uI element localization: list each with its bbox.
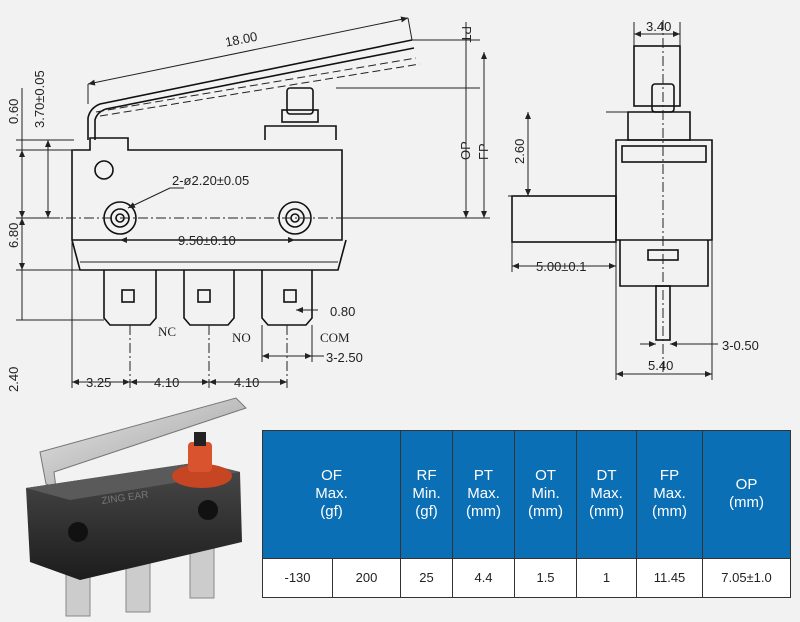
- cell-value: 200: [331, 557, 402, 599]
- label-no: NO: [232, 330, 251, 345]
- header-of: OF Max. (gf): [261, 430, 402, 559]
- dim-op: OP: [458, 141, 473, 160]
- dim-0-60: 0.60: [6, 99, 21, 124]
- cell-value: 25: [400, 557, 454, 599]
- dim-pt: PT: [459, 26, 474, 43]
- cell-value: 4.4: [452, 557, 516, 599]
- side-view: 3.40 2.60 5.00±0.1 3-0.50 5.40: [508, 19, 759, 380]
- cell-value: 7.05±1.0: [702, 557, 792, 599]
- header-fp: FP Max. (mm): [636, 430, 704, 559]
- dim-2-60: 2.60: [512, 139, 527, 164]
- spec-table: OF Max. (gf) RF Min. (gf) PT Max. (mm) O…: [261, 430, 792, 599]
- header-dt: DT Max. (mm): [576, 430, 638, 559]
- dim-hole-pitch: 9.50±0.10: [178, 233, 236, 248]
- dim-3-25: 3.25: [86, 375, 111, 390]
- dim-5-00: 5.00±0.1: [536, 259, 587, 274]
- cell-value: -130: [262, 557, 333, 599]
- dim-4-10-b: 4.10: [234, 375, 259, 390]
- cell-value: 11.45: [636, 557, 704, 599]
- header-ot: OT Min. (mm): [514, 430, 578, 559]
- dim-4-10-a: 4.10: [154, 375, 179, 390]
- value-row: -130 200 25 4.4 1.5 1 11.45 7.05±1.0: [262, 557, 792, 599]
- label-com: COM: [320, 330, 350, 345]
- label-nc: NC: [158, 324, 176, 339]
- dim-0-80: 0.80: [330, 304, 355, 319]
- header-row: OF Max. (gf) RF Min. (gf) PT Max. (mm) O…: [261, 430, 792, 559]
- front-view: 18.00 0.60 3.70±0.05 6.80 2.40 PT OP FP …: [6, 16, 491, 392]
- dim-6-80: 6.80: [6, 223, 21, 248]
- technical-drawing: 18.00 0.60 3.70±0.05 6.80 2.40 PT OP FP …: [6, 16, 759, 392]
- dim-terminal-width: 3-2.50: [326, 350, 363, 365]
- header-rf: RF Min. (gf): [400, 430, 454, 559]
- dim-hole-diameter: 2-ø2.20±0.05: [172, 173, 249, 188]
- dim-fp: FP: [476, 143, 491, 160]
- dim-lever-length: 18.00: [224, 29, 259, 50]
- header-op: OP (mm): [702, 430, 792, 559]
- dim-2-40: 2.40: [6, 367, 21, 392]
- cell-value: 1.5: [514, 557, 578, 599]
- dim-0-50: 3-0.50: [722, 338, 759, 353]
- cell-value: 1: [576, 557, 638, 599]
- dim-3-40: 3.40: [646, 19, 671, 34]
- dim-3-70: 3.70±0.05: [32, 70, 47, 128]
- header-pt: PT Max. (mm): [452, 430, 516, 559]
- product-photo: ZING EAR: [26, 397, 247, 617]
- dim-5-40: 5.40: [648, 358, 673, 373]
